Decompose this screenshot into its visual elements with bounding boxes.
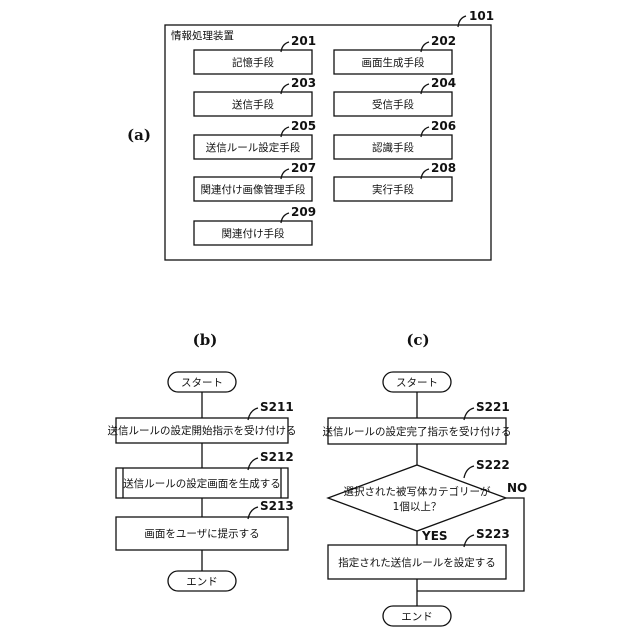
step-s213: 画面をユーザに提示する S213 [116, 499, 294, 550]
panel-a-label: (a) [127, 126, 151, 144]
unit-label: 記憶手段 [232, 56, 274, 69]
step-label: 送信ルールの設定開始指示を受け付ける [108, 424, 297, 437]
unit-label: 実行手段 [372, 183, 414, 196]
device-ref: 101 [469, 9, 494, 23]
step-ref: S223 [476, 527, 510, 541]
decision-diamond [328, 465, 506, 531]
device-title: 情報処理装置 [171, 29, 234, 42]
unit-label: 受信手段 [372, 98, 414, 111]
step-ref: S213 [260, 499, 294, 513]
unit-ref: 206 [431, 119, 456, 133]
panel-c: (c) スタート 送信ルールの設定完了指示を受け付ける S221 選択された被写… [323, 331, 528, 626]
unit-ref: 202 [431, 34, 456, 48]
step-ref: S222 [476, 458, 510, 472]
panel-a: (a) 情報処理装置 101 記憶手段 201 画面生成手段 202 送信手段 … [127, 9, 494, 260]
unit-label: 送信手段 [232, 98, 274, 111]
unit-ref: 207 [291, 161, 316, 175]
step-label: 指定された送信ルールを設定する [338, 556, 496, 569]
step-ref-leader [464, 466, 474, 478]
unit-ref: 204 [431, 76, 456, 90]
branch-yes-label: YES [421, 529, 448, 543]
decision-line2: 1個以上？ [393, 500, 442, 513]
step-ref: S212 [260, 450, 294, 464]
unit-ref: 201 [291, 34, 316, 48]
step-ref: S211 [260, 400, 294, 414]
unit-label: 関連付け手段 [222, 227, 285, 240]
unit-ref: 208 [431, 161, 456, 175]
start-label: スタート [396, 377, 438, 389]
unit-label: 認識手段 [372, 141, 414, 154]
unit-label: 関連付け画像管理手段 [201, 183, 306, 196]
end-label: エンド [401, 611, 433, 623]
unit-ref: 203 [291, 76, 316, 90]
branch-no-label: NO [507, 481, 527, 495]
start-label: スタート [181, 377, 223, 389]
step-label: 送信ルールの設定画面を生成する [123, 477, 281, 490]
step-s212: 送信ルールの設定画面を生成する S212 [116, 450, 294, 498]
step-ref: S221 [476, 400, 510, 414]
unit-label: 画面生成手段 [362, 56, 425, 69]
unit-label: 送信ルール設定手段 [206, 141, 301, 154]
unit-ref: 205 [291, 119, 316, 133]
end-label: エンド [186, 576, 218, 588]
step-s223: 指定された送信ルールを設定する S223 [328, 527, 510, 579]
panel-b: (b) スタート 送信ルールの設定開始指示を受け付ける S211 送信ルールの設… [108, 331, 297, 591]
unit-ref: 209 [291, 205, 316, 219]
step-label: 送信ルールの設定完了指示を受け付ける [323, 425, 512, 438]
panel-c-label: (c) [406, 331, 429, 349]
panel-b-label: (b) [193, 331, 218, 349]
step-label: 画面をユーザに提示する [144, 528, 259, 540]
decision-line1: 選択された被写体カテゴリーが [344, 485, 491, 498]
